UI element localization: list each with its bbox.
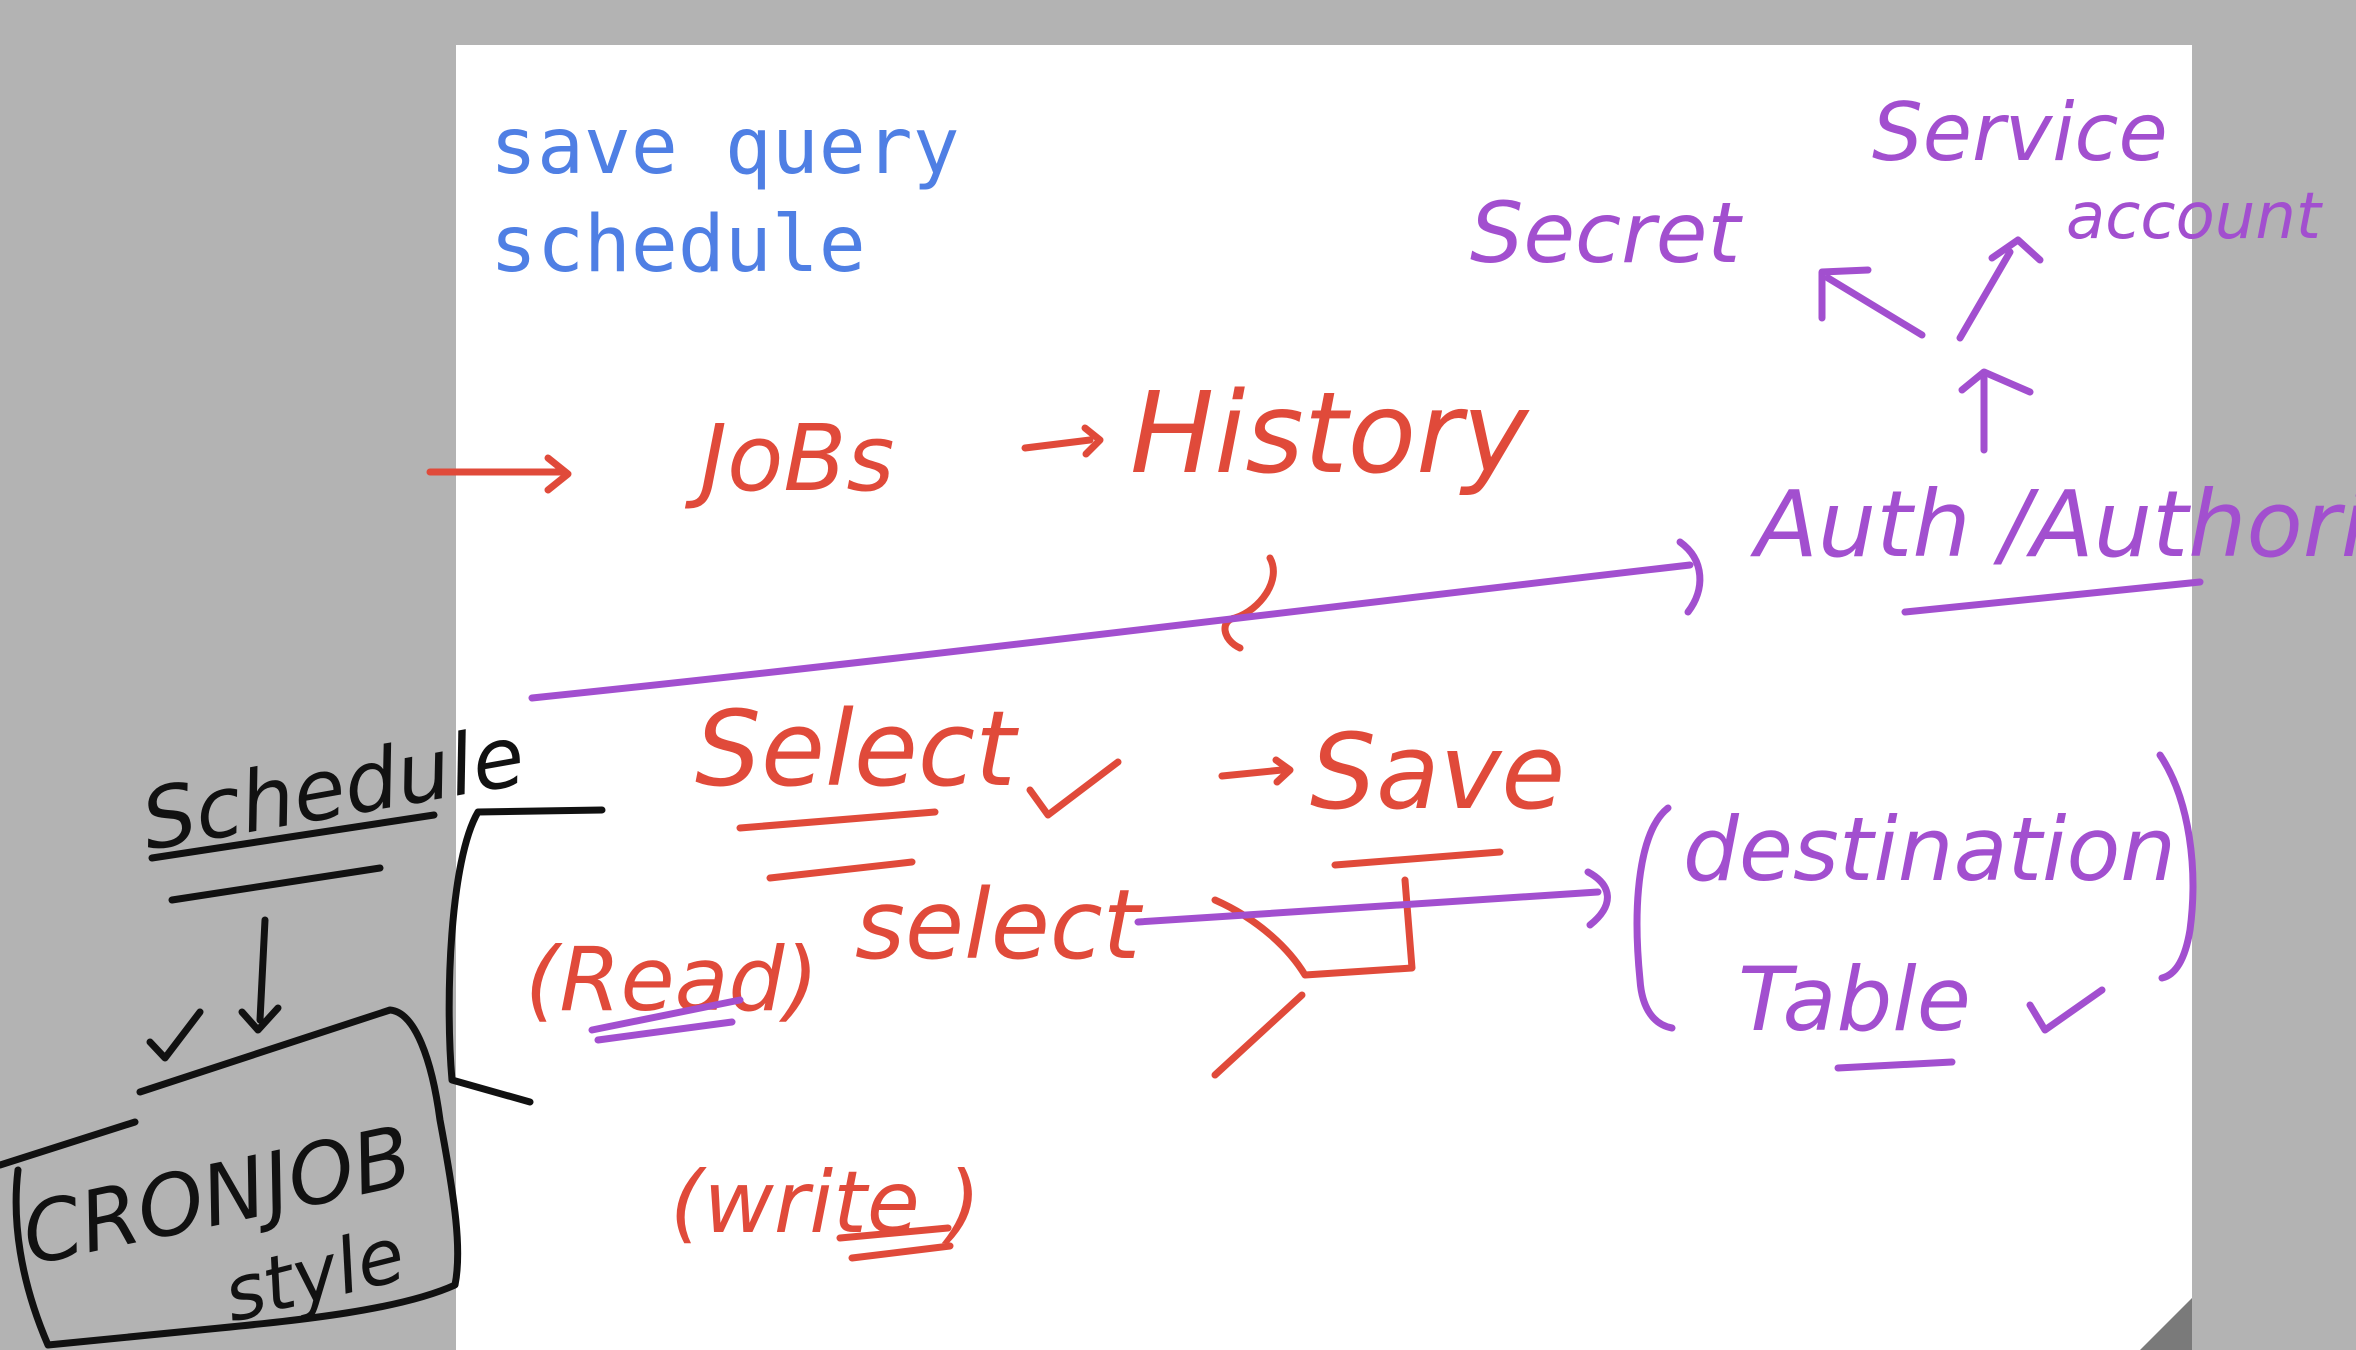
label-select: Select bbox=[695, 688, 1019, 810]
label-table: Table bbox=[1738, 948, 1971, 1051]
arrow-into-jobs-head bbox=[544, 454, 572, 494]
line-to-destination bbox=[1134, 888, 1602, 926]
underline-write bbox=[836, 1224, 952, 1242]
check-mark-cronjob bbox=[146, 1008, 204, 1062]
underline-select bbox=[736, 808, 939, 832]
red-strokes bbox=[426, 424, 1504, 1262]
label-jobs: JoBs bbox=[684, 405, 894, 512]
bracket-right bbox=[2156, 751, 2197, 982]
bracket-left bbox=[1633, 804, 1676, 1032]
line-to-destination-head bbox=[1584, 868, 1611, 929]
underline-schedule-2 bbox=[168, 864, 384, 904]
arrow-schedule-down bbox=[256, 916, 269, 1024]
label-history: History bbox=[1130, 369, 1530, 499]
label-select-2: select bbox=[855, 869, 1144, 981]
arrow-to-service-account bbox=[1956, 248, 2014, 342]
arrow-select-save-head bbox=[1272, 756, 1294, 786]
underline-write-2 bbox=[848, 1242, 954, 1262]
arrow-jobs-history-head bbox=[1081, 424, 1104, 458]
underline-auth bbox=[1901, 578, 2204, 616]
underline-table bbox=[1834, 1058, 1956, 1072]
line-to-auth-head bbox=[1676, 538, 1704, 616]
red-text: JoBs History Select Save (Read) select (… bbox=[525, 369, 1565, 1253]
loop-under-history bbox=[1221, 554, 1277, 652]
label-secret: Secret bbox=[1470, 184, 1743, 282]
black-text: Schedule CRONJOB style bbox=[14, 706, 532, 1339]
purple-text: Secret Service account Auth /Authorized … bbox=[1470, 86, 2356, 1051]
check-mark-select bbox=[1026, 758, 1122, 819]
underline-read bbox=[588, 996, 744, 1034]
arrow-to-secret bbox=[1824, 274, 1926, 339]
label-service: Service bbox=[1872, 86, 2168, 179]
underline-schedule bbox=[148, 811, 438, 862]
whiteboard-slide bbox=[456, 45, 2192, 1350]
page-corner-fold bbox=[2140, 1298, 2192, 1350]
check-mark-table bbox=[2026, 986, 2106, 1034]
typed-notes: save query schedule bbox=[490, 98, 960, 294]
funnel-box bbox=[1211, 876, 1416, 979]
arrow-jobs-history bbox=[1021, 436, 1094, 452]
funnel-out-line bbox=[1211, 991, 1306, 1079]
label-write: (write ) bbox=[670, 1153, 981, 1253]
typed-line-schedule: schedule bbox=[490, 200, 866, 290]
label-destination: destination bbox=[1683, 798, 2176, 901]
arrow-auth-up-head bbox=[1958, 368, 2034, 396]
underline-save bbox=[1331, 848, 1504, 869]
bracket-black bbox=[445, 806, 606, 1106]
cronjob-box bbox=[0, 1006, 462, 1349]
arrow-to-service-account-head bbox=[1988, 236, 2044, 264]
underline-read-2 bbox=[594, 1018, 736, 1044]
label-account: account bbox=[2066, 180, 2324, 254]
typed-line-save-query: save query bbox=[490, 102, 960, 192]
black-strokes bbox=[0, 806, 606, 1349]
label-schedule: Schedule bbox=[134, 706, 531, 870]
label-auth: Auth /Authorized bbox=[1750, 471, 2356, 578]
arrow-schedule-down-head bbox=[238, 1004, 282, 1034]
underline-select-2 bbox=[766, 858, 916, 882]
label-save: Save bbox=[1310, 711, 1565, 833]
line-to-auth bbox=[528, 561, 1694, 702]
arrow-select-save bbox=[1218, 766, 1286, 780]
purple-strokes bbox=[528, 236, 2204, 1072]
arrow-to-secret-head bbox=[1818, 266, 1872, 322]
